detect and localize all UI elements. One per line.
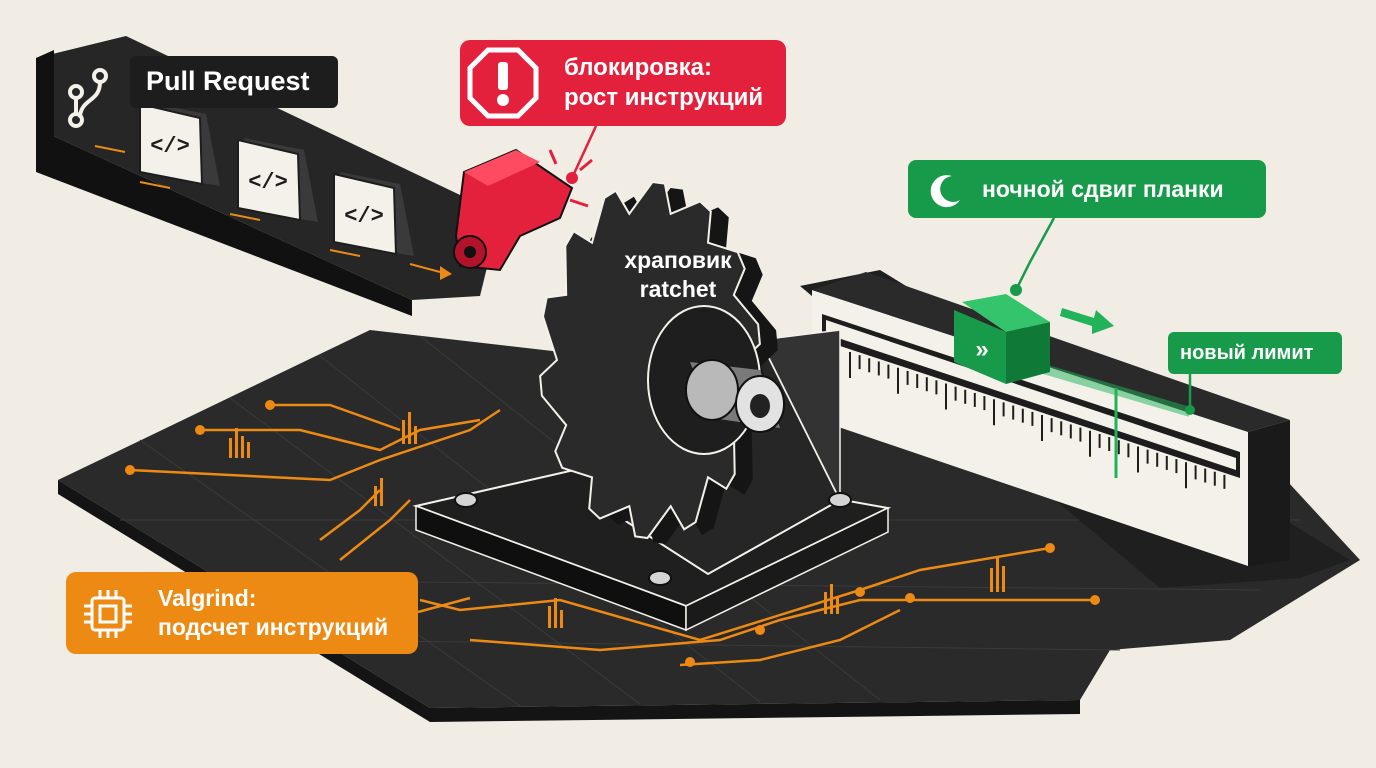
conveyor-side	[36, 128, 412, 316]
valgrind-connector	[417, 596, 471, 614]
cpu-chip-icon	[84, 590, 132, 638]
gear-axle	[685, 359, 785, 433]
ratchet-label-line2: ratchet	[639, 275, 717, 302]
block-connector	[570, 125, 598, 179]
new-limit-label: новый лимит	[1168, 332, 1342, 374]
block-connector-dot	[566, 172, 578, 184]
warning-octagon-icon	[467, 47, 539, 119]
moon-icon	[930, 175, 960, 208]
pull-request-label: Pull Request	[130, 56, 338, 108]
code-glyph-1: </>	[150, 134, 190, 159]
code-card-2	[237, 138, 318, 222]
limit-connector-dot	[1185, 405, 1195, 415]
mount-upright-side	[758, 329, 841, 501]
block-label-line1: блокировка:	[564, 54, 713, 81]
mount-base-side	[685, 506, 889, 632]
shift-arrow	[1060, 308, 1114, 334]
valgrind-label-line1: Valgrind:	[158, 585, 257, 612]
block-label-line2: рост инструкций	[564, 84, 764, 111]
valgrind-label-line2: подсчет инструкций	[158, 614, 389, 640]
ruler-top	[812, 272, 1290, 432]
signal-pulses	[229, 412, 1005, 628]
ratchet-label-line1: храповик	[624, 247, 732, 273]
night-connector-dot	[1010, 284, 1022, 296]
spark-marks	[548, 149, 593, 208]
code-glyph-3: </>	[344, 204, 384, 229]
git-branch-icon	[68, 68, 108, 128]
circuit-traces	[129, 403, 1095, 667]
night-shift-text: ночной сдвиг планки	[982, 175, 1224, 202]
red-pawl	[453, 148, 574, 272]
ruler-right-wall	[1248, 420, 1290, 566]
circuit-nodes	[125, 400, 1100, 667]
conveyor-arrow-head	[440, 266, 452, 280]
ratchet-label: храповик ratchet	[598, 246, 758, 304]
new-limit-text: новый лимит	[1180, 341, 1314, 364]
slider-glyph: »	[975, 336, 988, 363]
slider-block	[954, 294, 1050, 384]
ruler-slot-inner	[826, 320, 1236, 470]
ruler-ticks	[849, 352, 1226, 489]
conveyor-arrows	[94, 145, 441, 273]
pull-request-text: Pull Request	[146, 66, 310, 97]
night-connector	[1014, 217, 1056, 291]
code-card-3	[333, 172, 414, 256]
conveyor-back-wall	[36, 50, 54, 172]
code-glyph-2: </>	[248, 170, 288, 195]
night-shift-label: ночной сдвиг планки	[908, 160, 1266, 218]
code-card-1	[139, 102, 220, 186]
